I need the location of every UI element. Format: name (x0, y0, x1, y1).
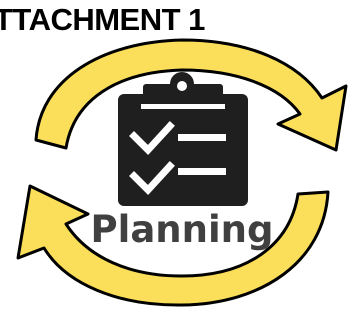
upper-cycle-arrow (34, 38, 348, 152)
clipboard-checklist-icon (118, 72, 248, 206)
lower-cycle-arrow (16, 184, 330, 307)
planning-label: Planning (90, 208, 274, 251)
attachment-heading: TTACHMENT 1 (0, 2, 205, 37)
